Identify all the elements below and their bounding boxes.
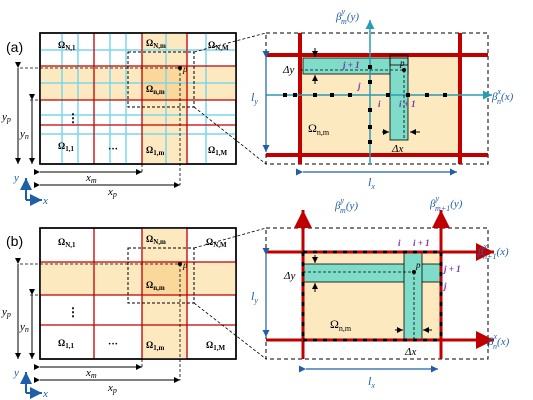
cell-1M-a: Ω1,M (208, 145, 227, 157)
cell-Nm-b: ΩN,m (146, 234, 166, 246)
svg-text:j + 1: j + 1 (442, 264, 461, 274)
vdots-b: ⋮ (67, 305, 79, 319)
svg-text:ly: ly (251, 90, 258, 106)
cell-1m-a: Ω1,m (146, 145, 164, 157)
svg-text:p: p (399, 58, 405, 68)
svg-text:yp: yp (1, 306, 11, 319)
panel-a-label: (a) (6, 39, 23, 55)
zoom-region-a (127, 51, 195, 108)
svg-text:Ωn,m: Ωn,m (308, 121, 330, 137)
svg-text:Δy: Δy (283, 270, 295, 282)
svg-text:i: i (398, 238, 401, 248)
dims-b: yp yn xm xp (1, 258, 180, 395)
svg-text:xp: xp (107, 382, 117, 395)
panel-b-label: (b) (6, 233, 23, 249)
svg-text:lx: lx (368, 374, 375, 390)
dims-a: yp yn xm xp (1, 62, 180, 199)
point-p-label-b: p (182, 260, 188, 270)
point-p-label-a: p (182, 64, 188, 74)
point-p-b (178, 262, 182, 266)
svg-text:j + 1: j + 1 (341, 60, 360, 70)
point-p-a (178, 66, 182, 70)
svg-text:xp: xp (107, 186, 117, 199)
cell-1M-b: Ω1,M (206, 340, 225, 352)
cell-nm-b: Ωn,m (146, 280, 165, 292)
svg-text:i + 1: i + 1 (399, 99, 416, 109)
cell-NM-b: ΩN,M (206, 237, 227, 249)
svg-text:yp: yp (1, 111, 11, 124)
svg-text:Δx: Δx (391, 143, 403, 155)
cell-1m-b: Ω1,m (146, 340, 164, 352)
cell-11-a: Ω1,1 (58, 141, 74, 153)
svg-text:i: i (378, 99, 381, 109)
panel-b-grid: p ΩN,1 ΩN,m ΩN,M Ωn,m Ω1,1 Ω1,m Ω1,M ···… (20, 227, 267, 380)
svg-text:x: x (42, 388, 48, 400)
hdots-a: ··· (108, 144, 118, 155)
zoom-region-b (127, 247, 195, 304)
cell-nm-a: Ωn,m (146, 84, 165, 96)
svg-text:i + 1: i + 1 (413, 238, 430, 248)
svg-text:p: p (415, 260, 421, 270)
cell-NM-a: ΩN,M (208, 40, 229, 52)
svg-text:yn: yn (19, 128, 29, 141)
svg-text:xm: xm (85, 367, 97, 380)
axes-indicator-a: y x (13, 172, 48, 207)
cell-N1-b: ΩN,1 (58, 237, 76, 249)
nodes-a (283, 65, 447, 144)
cell-N1-a: ΩN,1 (58, 40, 76, 52)
svg-text:y: y (13, 367, 19, 379)
svg-text:Δy: Δy (282, 64, 294, 76)
vdots-a: ⋮ (67, 111, 79, 125)
svg-text:lx: lx (368, 175, 375, 191)
panel-a: (a) (1, 7, 514, 207)
svg-text:x: x (42, 195, 48, 207)
hdots-b: ··· (108, 339, 118, 350)
axes-indicator-b: y x (13, 367, 48, 400)
cell-Nm-a: ΩN,m (146, 38, 166, 50)
svg-text:xm: xm (85, 172, 97, 185)
svg-text:ly: ly (251, 289, 258, 305)
panel-a-grid: p ΩN,1 ΩN,m ΩN,M Ωn,m Ω1,1 Ω1,m Ω1,M ···… (20, 32, 267, 185)
svg-text:yn: yn (19, 321, 29, 334)
svg-text:Δx: Δx (404, 346, 416, 358)
svg-text:j: j (356, 81, 361, 91)
svg-text:Ωn,m: Ωn,m (330, 317, 352, 333)
panel-b: (b) p ΩN,1 ΩN,m (1, 194, 510, 400)
svg-text:y: y (13, 172, 19, 184)
cell-11-b: Ω1,1 (58, 338, 74, 350)
svg-text:j: j (442, 281, 447, 291)
